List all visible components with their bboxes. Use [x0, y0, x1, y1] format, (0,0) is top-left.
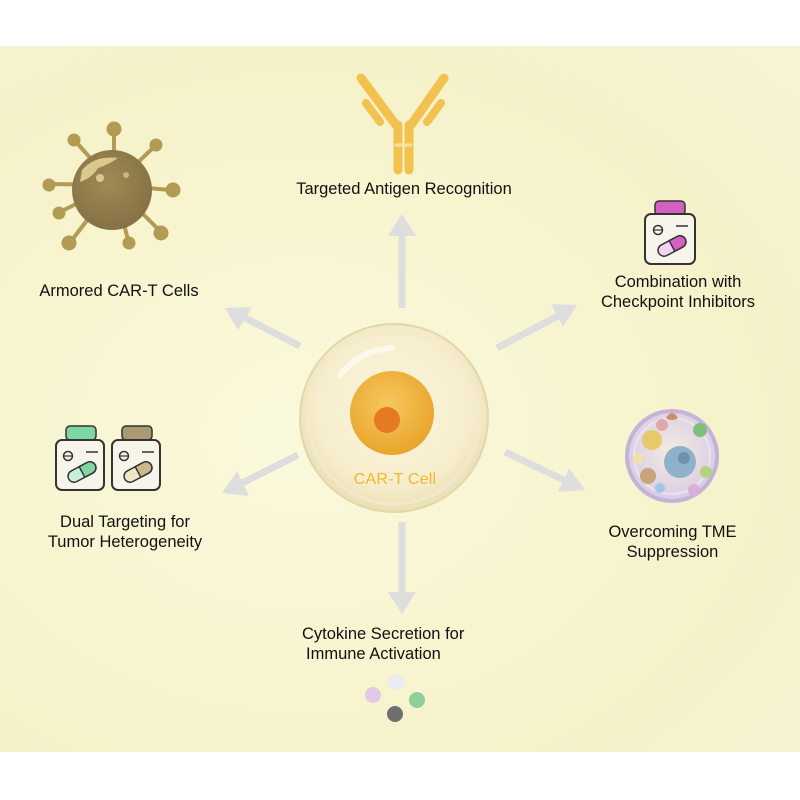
- tme-label-line: Suppression: [626, 543, 719, 561]
- antigen-label-line: Targeted Antigen Recognition: [296, 180, 512, 198]
- cytokine-spheres-icon: [365, 674, 425, 722]
- antibody-icon: [356, 73, 449, 175]
- virus-icon: [42, 121, 181, 251]
- two-drug-bottles-icon: [55, 425, 161, 491]
- tumor-microenvironment-icon: [625, 409, 719, 503]
- arrow-to-tme: [503, 448, 585, 492]
- center-cell-label: CAR-T Cell: [353, 471, 437, 488]
- checkpoint-label-line: Checkpoint Inhibitors: [600, 293, 756, 311]
- dual-label-line: Tumor Heterogeneity: [47, 533, 203, 551]
- checkpoint-label: Combination with Checkpoint Inhibitors: [573, 272, 783, 312]
- drug-bottle-icon: [644, 200, 696, 265]
- tme-label-line: Overcoming TME: [608, 523, 737, 541]
- tme-label: Overcoming TME Suppression: [580, 522, 765, 562]
- dual-label-line: Dual Targeting for: [60, 513, 190, 531]
- nucleolus-shape: [374, 407, 400, 433]
- armored-label-line: Armored CAR-T Cells: [39, 282, 199, 300]
- cytokine-label-line: Cytokine Secretion for: [302, 625, 465, 643]
- checkpoint-label-line: Combination with: [614, 273, 742, 291]
- arrow-to-checkpoint: [495, 304, 577, 352]
- arrow-to-armored: [225, 307, 302, 350]
- antigen-label: Targeted Antigen Recognition: [264, 179, 544, 199]
- cytokine-label: Cytokine Secretion for Immune Activation: [302, 624, 502, 664]
- dual-label: Dual Targeting for Tumor Heterogeneity: [20, 512, 230, 552]
- armored-label: Armored CAR-T Cells: [14, 281, 224, 301]
- car-t-cell-icon: [299, 323, 489, 513]
- arrow-to-antigen: [388, 214, 416, 308]
- cytokine-label-line: Immune Activation: [306, 645, 441, 663]
- arrow-to-cytokine: [388, 522, 416, 614]
- arrow-to-dual: [222, 451, 300, 496]
